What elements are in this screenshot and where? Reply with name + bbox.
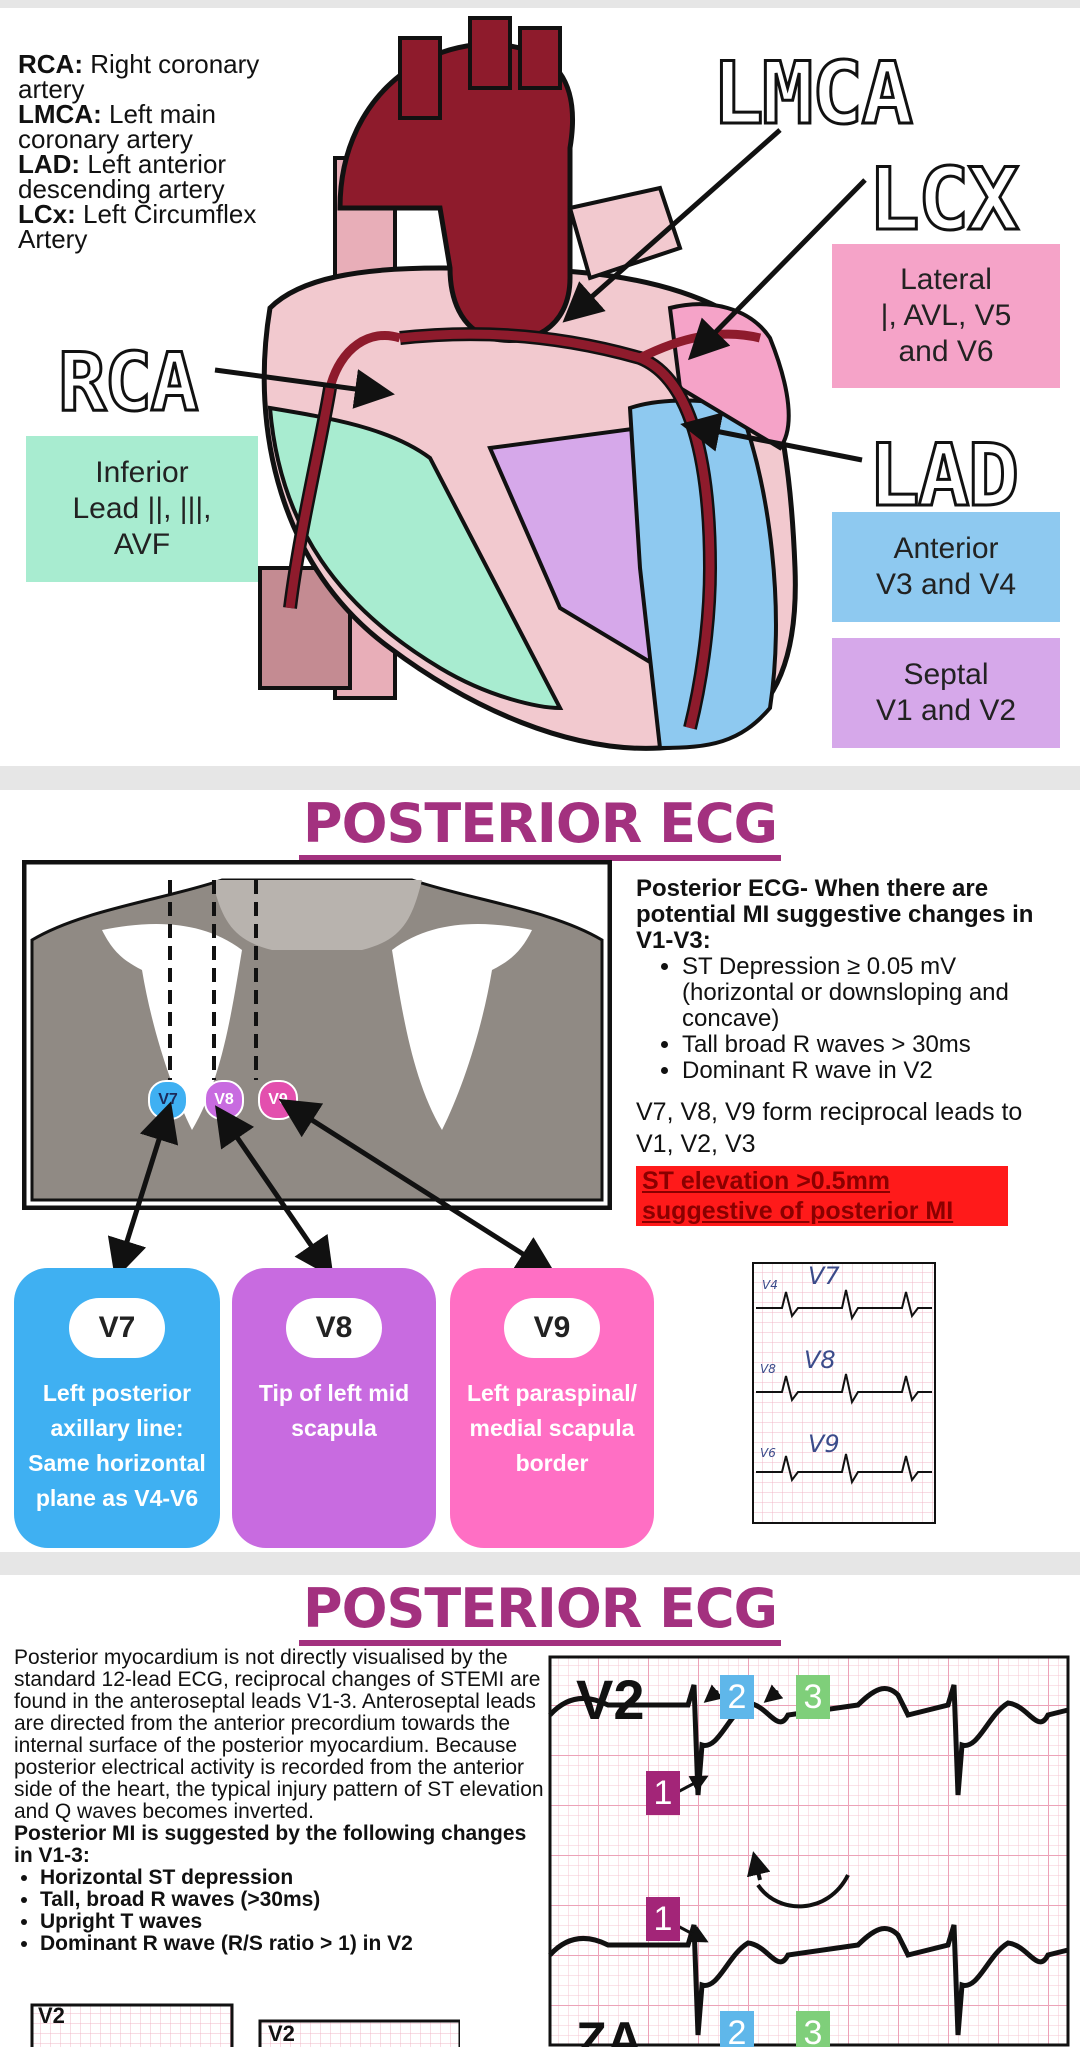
abbreviation-legend: RCA: Right coronary artery LMCA: Left ma… bbox=[18, 49, 318, 254]
v9-pill: V9 bbox=[504, 1298, 600, 1358]
big-v2-label: V2 bbox=[576, 1668, 645, 1731]
rca-arrow bbox=[214, 367, 395, 409]
rca-vessel bbox=[285, 387, 335, 609]
posterior-ecg-panel: POSTERIOR ECG V7 V8 V9 V7 Left posterior… bbox=[0, 790, 1080, 1552]
v2-ecg-tracing bbox=[548, 1655, 1070, 2047]
criteria-list: ST Depression ≥ 0.05 mV (horizontal or d… bbox=[636, 954, 1064, 1084]
v9-card: V9 Left paraspinal/ medial scapula borde… bbox=[450, 1268, 654, 1548]
ecg-v9-label: V9 bbox=[808, 1430, 840, 1458]
aortic-branch-2 bbox=[468, 16, 512, 90]
left-scapula bbox=[102, 924, 242, 1130]
v8-trace bbox=[756, 1373, 932, 1405]
legend-rca: RCA: Right coronary artery bbox=[18, 49, 260, 104]
strip-v2-label-1: V2 bbox=[38, 2003, 65, 2028]
posterior-ecg-criteria: Posterior ECG- When there are potential … bbox=[636, 876, 1064, 1226]
lcx-arrow bbox=[687, 178, 867, 361]
coronary-artery-panel: RCA: Right coronary artery LMCA: Left ma… bbox=[0, 8, 1080, 766]
big-za-label: ZA bbox=[576, 2012, 643, 2047]
ecg-v7-label: V7 bbox=[808, 1262, 840, 1290]
electrode-arrows bbox=[107, 1098, 557, 1280]
marker-2-top: 2 bbox=[720, 1675, 754, 1719]
aortic-branch-3 bbox=[518, 26, 562, 90]
marker-1-upper: 1 bbox=[646, 1771, 680, 1815]
ecg-small-label-1: V4 bbox=[762, 1278, 778, 1292]
reciprocal-text: V7, V8, V9 form reciprocal leads to V1, … bbox=[636, 1098, 1023, 1158]
right-scapula bbox=[392, 924, 532, 1130]
lcx-label: LCX bbox=[866, 149, 1020, 252]
explanation-paragraph: Posterior myocardium is not directly vis… bbox=[14, 1646, 544, 1823]
ecg-upper-trace bbox=[548, 1684, 1069, 1796]
artery-arrows bbox=[214, 128, 867, 463]
posterior-ecg-title-2: POSTERIOR ECG bbox=[0, 1577, 1080, 1646]
aortic-branch-1 bbox=[398, 36, 442, 120]
v8-pill: V8 bbox=[286, 1298, 382, 1358]
lad-label: LAD bbox=[866, 425, 1020, 528]
ecg-small-label-2: V8 bbox=[760, 1362, 776, 1376]
marker-3-top: 3 bbox=[796, 1675, 830, 1719]
marker-1-lower: 1 bbox=[646, 1897, 680, 1941]
legend-lmca: LMCA: Left main coronary artery bbox=[18, 99, 216, 154]
st-elevation-highlight: ST elevation >0.5mm suggestive of poster… bbox=[636, 1166, 1008, 1226]
v9-trace bbox=[756, 1453, 932, 1485]
explanation-heading: Posterior MI is suggested by the followi… bbox=[14, 1822, 527, 1867]
lmca-label: LMCA bbox=[710, 43, 914, 146]
v8-description: Tip of left mid scapula bbox=[258, 1380, 410, 1441]
explanation-list: Horizontal ST depression Tall, broad R w… bbox=[14, 1867, 544, 1955]
lad-arrow bbox=[680, 412, 863, 463]
lad-vessel bbox=[399, 329, 715, 730]
v7-card: V7 Left posterior axillary line: Same ho… bbox=[14, 1268, 220, 1548]
strip-v2-label-2: V2 bbox=[268, 2021, 295, 2046]
marker-2-bottom: 2 bbox=[720, 2011, 754, 2047]
rca-origin bbox=[325, 330, 402, 390]
v9-description: Left paraspinal/ medial scapula border bbox=[467, 1380, 637, 1476]
legend-lcx: LCx: Left Circumflex Artery bbox=[18, 199, 257, 254]
heart-illustration bbox=[258, 16, 798, 751]
lmca-arrow bbox=[562, 128, 782, 323]
neck bbox=[212, 880, 422, 950]
criteria-intro: Posterior ECG- When there are potential … bbox=[636, 875, 1034, 954]
bottom-left-strips bbox=[30, 2003, 460, 2047]
marker-3-bottom: 3 bbox=[796, 2011, 830, 2047]
posterior-ecg-explanation-panel: POSTERIOR ECG Posterior myocardium is no… bbox=[0, 1575, 1080, 2047]
explanation-text: Posterior myocardium is not directly vis… bbox=[14, 1647, 544, 1955]
rca-label: RCA bbox=[57, 335, 200, 431]
legend-lad: LAD: Left anterior descending artery bbox=[18, 149, 227, 204]
ecg-v8-label: V8 bbox=[804, 1346, 836, 1374]
posterior-ecg-title: POSTERIOR ECG bbox=[0, 792, 1080, 861]
v7-trace bbox=[756, 1289, 932, 1321]
v8-card: V8 Tip of left mid scapula bbox=[232, 1268, 436, 1548]
pulmonary-trunk bbox=[567, 185, 683, 281]
inversion-arc bbox=[756, 1874, 850, 1909]
posterior-ecg-strip bbox=[752, 1262, 936, 1524]
v7-pill: V7 bbox=[69, 1298, 165, 1358]
ecg-small-label-3: V6 bbox=[760, 1446, 776, 1460]
v7-description: Left posterior axillary line: Same horiz… bbox=[28, 1380, 206, 1511]
